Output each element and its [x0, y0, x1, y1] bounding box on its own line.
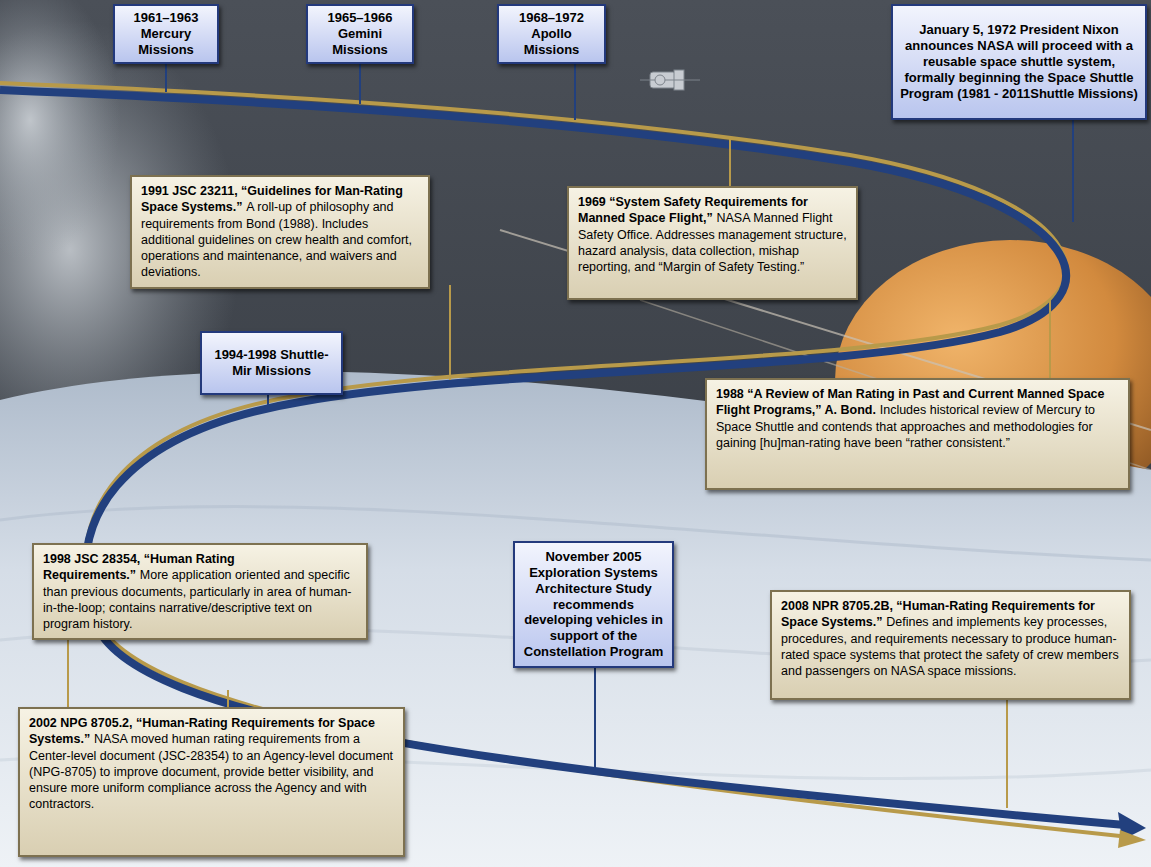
document-paragraph: 1998 JSC 28354, “Human Rating Requiremen…	[43, 551, 357, 632]
document-box: 1998 JSC 28354, “Human Rating Requiremen…	[32, 543, 368, 640]
event-text: January 5, 1972 President Nixon announce…	[899, 22, 1139, 101]
gold-arrowhead	[1118, 830, 1146, 848]
event-box: 1961–1963 Mercury Missions	[113, 4, 219, 64]
document-paragraph: 2008 NPR 8705.2B, “Human-Rating Requirem…	[781, 598, 1120, 679]
document-box: 2008 NPR 8705.2B, “Human-Rating Requirem…	[770, 590, 1131, 700]
document-box: 1969 “System Safety Requirements for Man…	[567, 186, 858, 300]
event-box: 1968–1972 Apollo Missions	[497, 4, 606, 64]
document-box: 2002 NPG 8705.2, “Human-Rating Requireme…	[18, 707, 405, 857]
event-box: January 5, 1972 President Nixon announce…	[891, 4, 1147, 120]
event-text: 1965–1966 Gemini Missions	[314, 10, 406, 58]
event-box: 1965–1966 Gemini Missions	[306, 4, 414, 64]
event-text: 1968–1972 Apollo Missions	[505, 10, 598, 58]
document-paragraph: 1969 “System Safety Requirements for Man…	[578, 194, 847, 275]
event-text: 1994-1998 Shuttle-Mir Missions	[208, 347, 335, 379]
document-box: 1988 “A Review of Man Rating in Past and…	[705, 378, 1130, 490]
event-text: 1961–1963 Mercury Missions	[121, 10, 211, 58]
document-paragraph: 1988 “A Review of Man Rating in Past and…	[716, 386, 1119, 451]
document-box: 1991 JSC 23211, “Guidelines for Man-Rati…	[130, 175, 430, 289]
document-paragraph: 2002 NPG 8705.2, “Human-Rating Requireme…	[29, 715, 394, 813]
event-box: 1994-1998 Shuttle-Mir Missions	[200, 331, 343, 395]
event-box: November 2005 Exploration Systems Archit…	[513, 541, 674, 668]
event-text: November 2005 Exploration Systems Archit…	[521, 549, 666, 660]
document-paragraph: 1991 JSC 23211, “Guidelines for Man-Rati…	[141, 183, 419, 281]
